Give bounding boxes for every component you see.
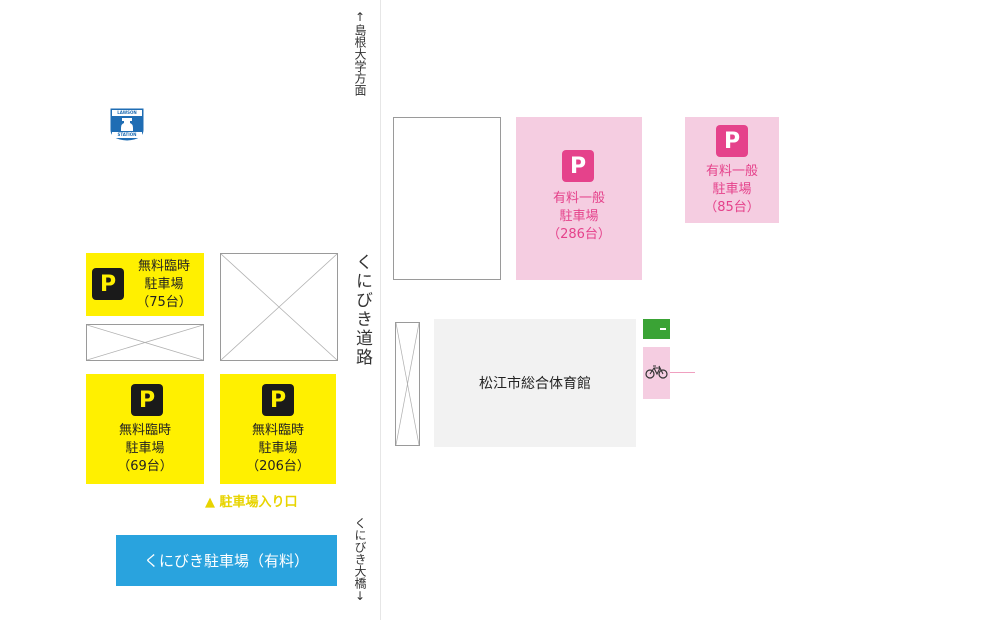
city-gymnasium[interactable]: 松江市総合体育館 xyxy=(434,319,636,447)
paid-parking-lot-85-label: 有料一般 駐車場 （85台） xyxy=(685,163,779,217)
bicycle-parking[interactable] xyxy=(643,347,670,399)
paid-parking-lot-286-label: 有料一般 駐車場 （286台） xyxy=(516,190,642,244)
lot-name-text: 駐車場 xyxy=(125,441,165,456)
free-parking-lot-69[interactable]: P 無料臨時 駐車場 （69台） xyxy=(86,374,204,484)
lot-name-text: 駐車場 xyxy=(144,277,184,292)
lawson-bottom-text: STATION xyxy=(117,132,137,137)
lot-type-text: 有料一般 xyxy=(552,191,605,206)
bicycle-parking-line xyxy=(670,372,695,373)
bicycle-icon xyxy=(645,365,668,379)
building-placeholder xyxy=(220,253,338,361)
road-line xyxy=(380,0,381,620)
free-parking-lot-69-label: 無料臨時 駐車場 （69台） xyxy=(86,422,204,476)
building-outline xyxy=(393,117,501,280)
lot-capacity-text: （75台） xyxy=(136,295,192,310)
lawson-station-icon[interactable]: LAWSON STATION xyxy=(108,106,146,142)
paid-parking-lot-286[interactable]: P 有料一般 駐車場 （286台） xyxy=(516,117,642,280)
lot-name-text: 駐車場 xyxy=(712,182,752,197)
lot-capacity-text: （286台） xyxy=(547,227,611,242)
free-parking-lot-75-label: 無料臨時 駐車場 （75台） xyxy=(126,258,202,312)
north-direction-label: ↑島根大学方面 xyxy=(353,10,367,96)
parking-entrance-label: ▲ 駐車場入り口 xyxy=(205,495,298,510)
south-direction-label: くにびき大橋↓ xyxy=(353,517,367,603)
paid-parking-lot-85[interactable]: P 有料一般 駐車場 （85台） xyxy=(685,117,779,223)
free-parking-lot-206[interactable]: P 無料臨時 駐車場 （206台） xyxy=(220,374,336,484)
lot-type-text: 無料臨時 xyxy=(251,423,304,438)
main-road-label: くにびき道路 xyxy=(352,253,372,367)
lot-type-text: 無料臨時 xyxy=(118,423,171,438)
green-marker xyxy=(643,319,670,339)
free-parking-lot-75[interactable]: P 無料臨時 駐車場 （75台） xyxy=(86,253,204,316)
lot-capacity-text: （85台） xyxy=(704,200,760,215)
free-parking-lot-206-label: 無料臨時 駐車場 （206台） xyxy=(220,422,336,476)
lot-type-text: 無料臨時 xyxy=(137,259,190,274)
parking-icon: P xyxy=(716,125,748,157)
kunibiki-parking-button[interactable]: くにびき駐車場（有料） xyxy=(116,535,337,586)
building-placeholder xyxy=(86,324,204,361)
lot-name-text: 駐車場 xyxy=(258,441,298,456)
lot-capacity-text: （69台） xyxy=(117,459,173,474)
building-placeholder xyxy=(395,322,420,446)
lot-type-text: 有料一般 xyxy=(705,164,758,179)
lot-capacity-text: （206台） xyxy=(246,459,310,474)
parking-icon: P xyxy=(562,150,594,182)
parking-icon: P xyxy=(262,384,294,416)
lawson-top-text: LAWSON xyxy=(117,110,137,115)
parking-icon: P xyxy=(131,384,163,416)
parking-icon: P xyxy=(92,268,124,300)
lot-name-text: 駐車場 xyxy=(559,209,599,224)
